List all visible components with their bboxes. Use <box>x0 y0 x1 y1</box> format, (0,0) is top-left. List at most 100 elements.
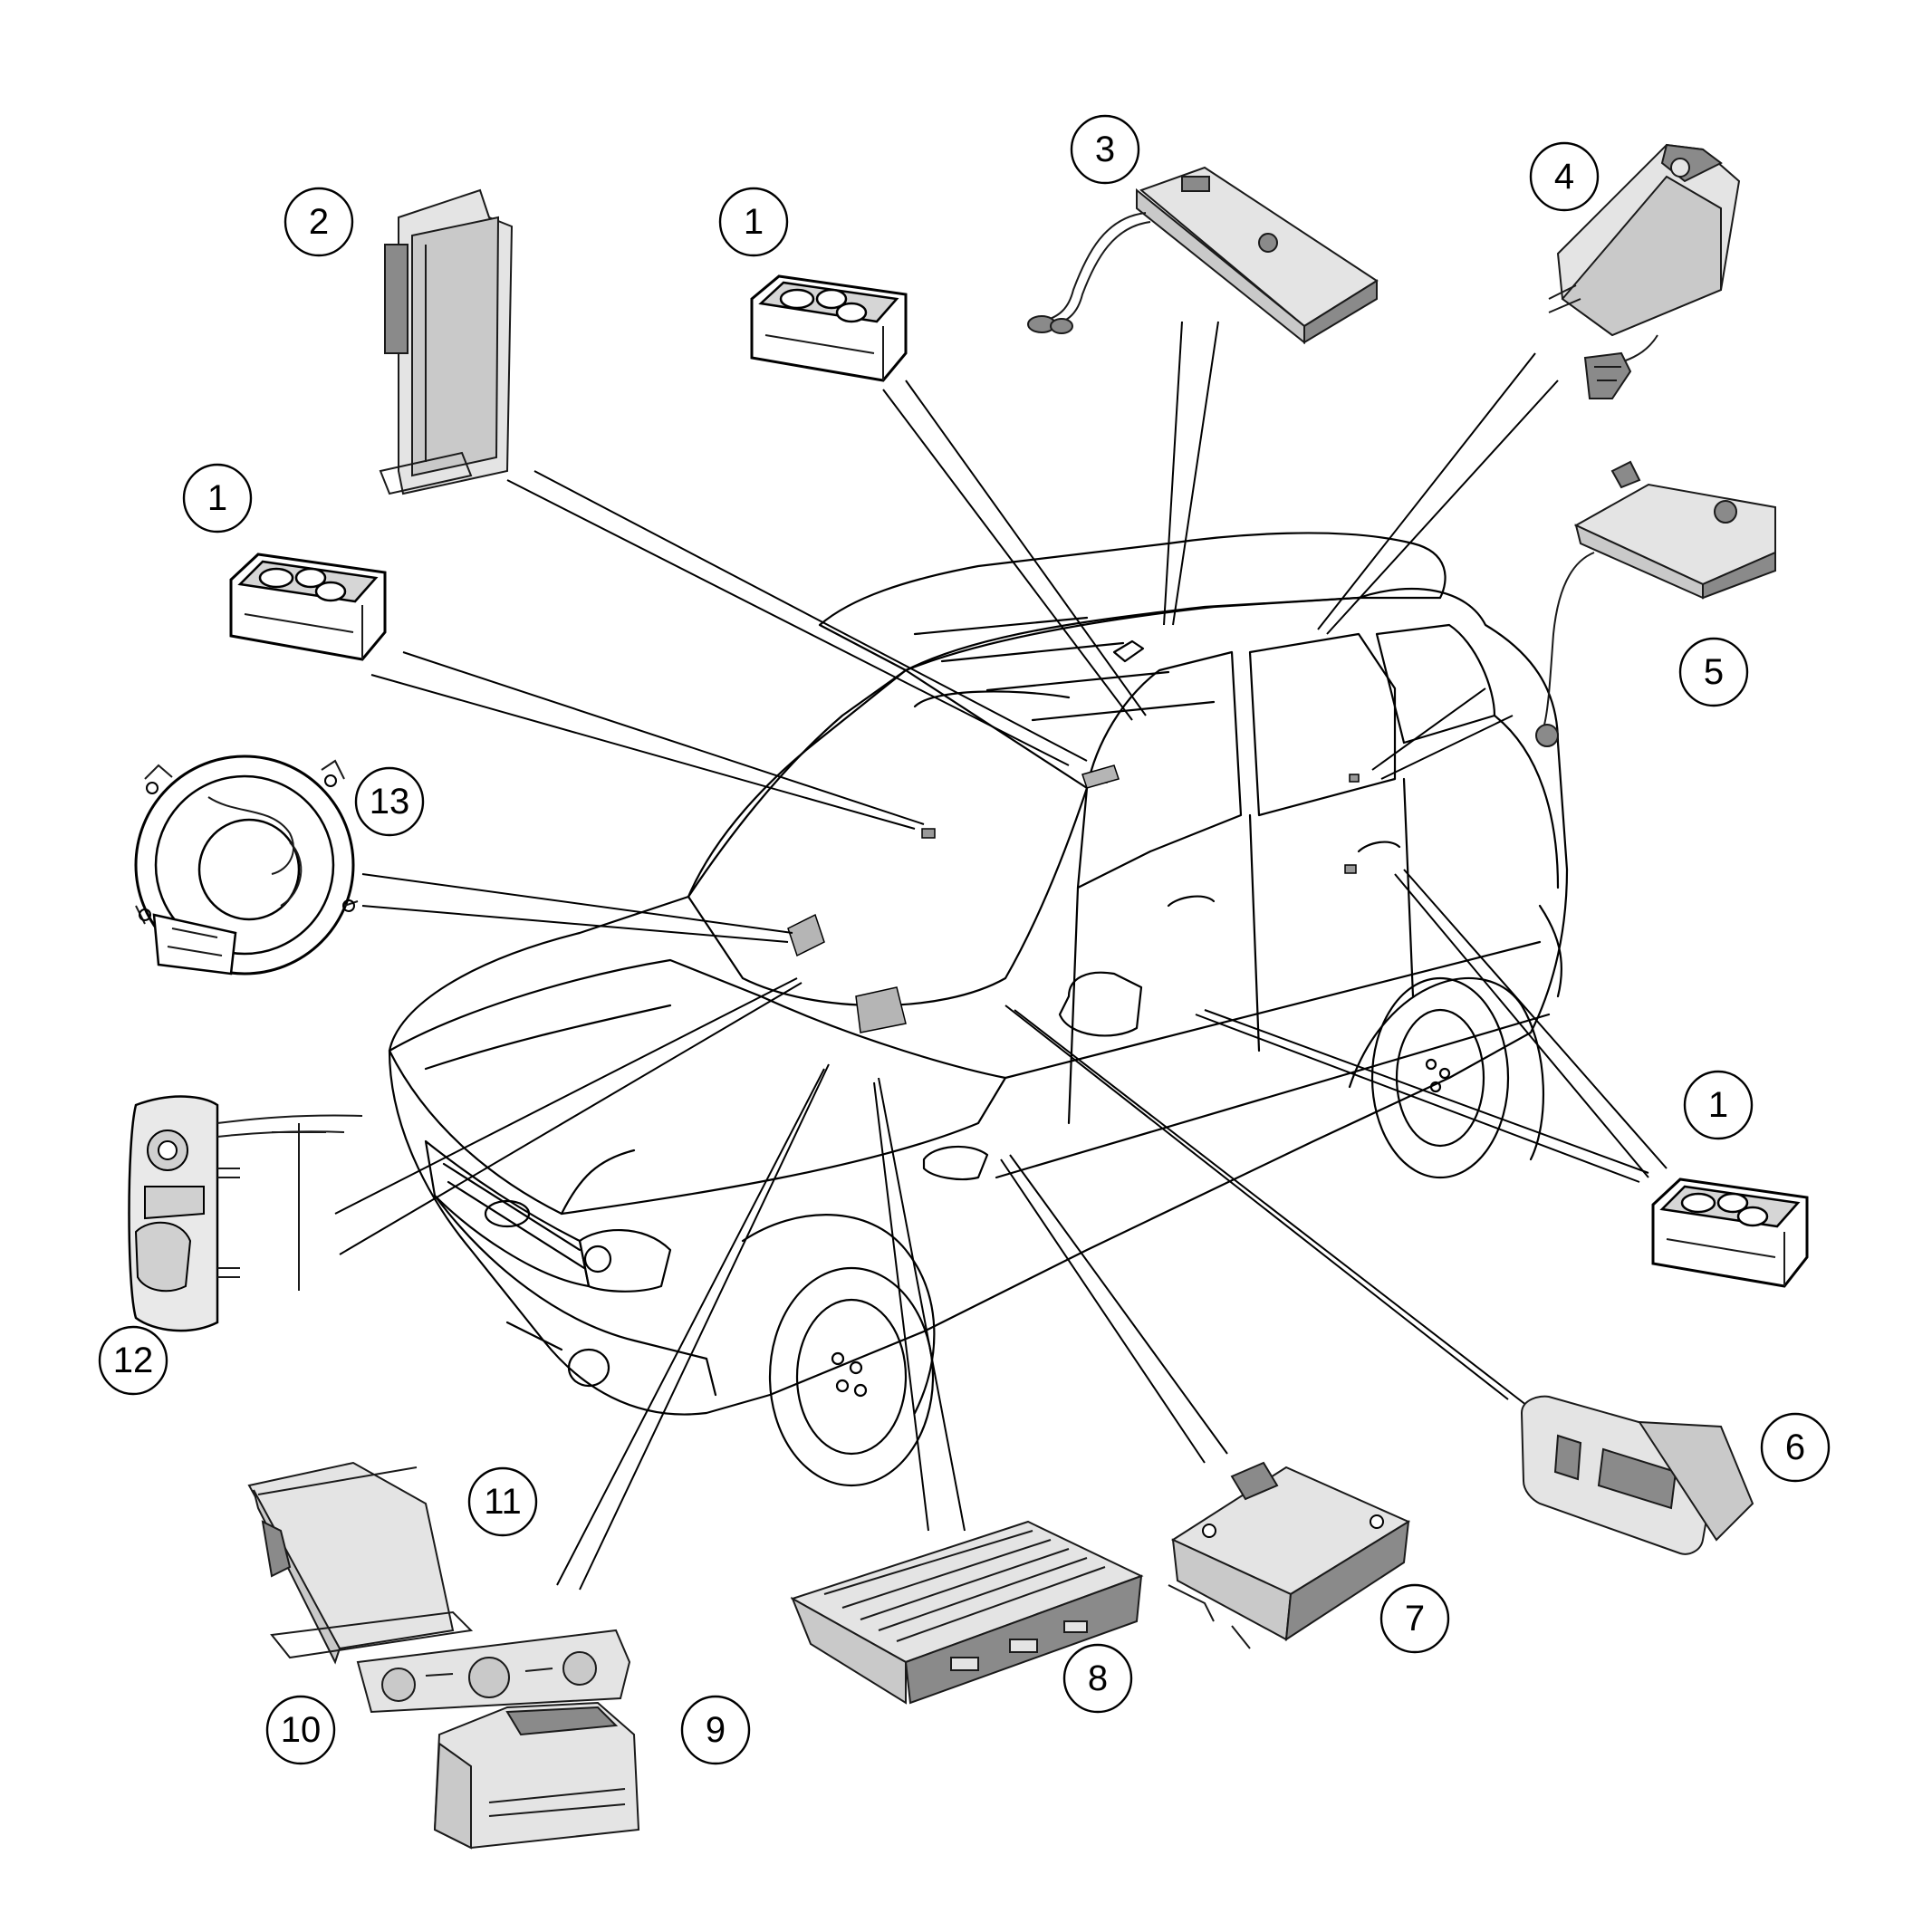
callout-5[interactable]: 5 <box>1678 637 1749 707</box>
leader-1-right <box>1403 869 1668 1169</box>
component-1-switch-right <box>1651 1177 1809 1288</box>
leader-13 <box>361 905 789 943</box>
grille-slat <box>442 1162 582 1252</box>
callout-label: 12 <box>113 1341 154 1380</box>
rear-wheel-rim <box>1395 1008 1485 1148</box>
callout-13[interactable]: 13 <box>354 766 425 837</box>
callout-label: 4 <box>1554 157 1574 197</box>
callout-11[interactable]: 11 <box>467 1466 538 1537</box>
callout-label: 13 <box>370 782 410 822</box>
leader-1-right <box>1195 1014 1640 1183</box>
leader-lines <box>334 321 1668 1591</box>
wheel-nut <box>835 1379 850 1393</box>
front-wheel-rim <box>795 1298 908 1456</box>
vehicle-outline <box>388 532 1569 1487</box>
leader-1-right <box>1394 873 1649 1178</box>
front-door-window <box>1076 650 1243 889</box>
component-11-display <box>247 1461 474 1665</box>
bonnet <box>388 958 1007 1216</box>
leader-12 <box>334 977 798 1215</box>
door-seam <box>1067 886 1080 1125</box>
roof-slat <box>940 641 1125 663</box>
wheel-nut <box>853 1383 868 1398</box>
windscreen <box>687 668 1089 1007</box>
component-8-amplifier <box>790 1520 1144 1705</box>
wheel-nut <box>1425 1058 1437 1071</box>
leader-3 <box>1172 321 1219 626</box>
leader-5 <box>1371 687 1486 771</box>
wheel-nut <box>831 1351 845 1366</box>
callout-3[interactable]: 3 <box>1070 114 1140 185</box>
callouts: 1 2 3 4 5 6 7 8 <box>98 114 1831 1765</box>
leader-7 <box>1000 1158 1206 1464</box>
callout-label: 8 <box>1088 1658 1108 1698</box>
callout-label: 1 <box>207 478 227 518</box>
callout-1-right[interactable]: 1 <box>1683 1070 1754 1140</box>
leader-8 <box>878 1077 966 1532</box>
wheel-nut <box>1438 1067 1451 1080</box>
rear-bumper <box>1538 904 1563 998</box>
rear-door-window <box>1248 632 1397 817</box>
leader-2 <box>506 479 1070 766</box>
callout-7[interactable]: 7 <box>1379 1583 1450 1654</box>
leader-8 <box>873 1081 929 1532</box>
bonnet-line <box>424 1004 672 1071</box>
front-wheel <box>768 1266 935 1487</box>
callout-10[interactable]: 10 <box>265 1695 336 1765</box>
sunroof-edge <box>913 690 1071 708</box>
callout-1-left[interactable]: 1 <box>182 463 253 533</box>
leader-13 <box>361 873 793 934</box>
leader-3 <box>1163 321 1183 626</box>
leader-4 <box>1317 352 1536 630</box>
center-console-parts <box>855 986 907 1033</box>
component-2-module <box>379 188 514 495</box>
callout-label: 1 <box>1708 1085 1728 1125</box>
leader-7 <box>1009 1154 1228 1455</box>
component-9-audio-unit <box>433 1701 640 1850</box>
component-12-steering-switch <box>128 1095 363 1332</box>
leader-1-left <box>370 674 916 830</box>
callout-label: 7 <box>1405 1599 1425 1639</box>
callout-12[interactable]: 12 <box>98 1325 168 1396</box>
callout-label: 10 <box>281 1710 322 1750</box>
component-5-module <box>1535 460 1776 747</box>
component-13-clockspring <box>134 755 359 976</box>
leader-1-left <box>402 651 925 825</box>
leader-1-top <box>882 389 1133 721</box>
callout-1-top[interactable]: 1 <box>718 187 789 257</box>
fog-lamp <box>567 1348 610 1388</box>
leader-9 <box>556 1068 825 1586</box>
front-bumper <box>433 1194 717 1397</box>
leader-6 <box>1004 1004 1509 1400</box>
badge <box>484 1199 531 1228</box>
callout-9[interactable]: 9 <box>680 1695 751 1765</box>
leader-9 <box>579 1063 830 1591</box>
component-3-roof-module <box>1027 166 1379 345</box>
callout-4[interactable]: 4 <box>1529 141 1600 212</box>
rear-wheel <box>1370 976 1510 1179</box>
vehicle-body <box>388 587 1569 1416</box>
leader-12 <box>339 982 803 1255</box>
callout-label: 3 <box>1095 130 1115 169</box>
interior-switch-marker <box>1344 864 1357 874</box>
sill-line <box>995 1013 1551 1179</box>
component-4-amplifier <box>1548 143 1741 399</box>
leader-1-right <box>1204 1009 1649 1174</box>
leader-4 <box>1326 380 1559 635</box>
component-6-usb-socket <box>1520 1395 1754 1555</box>
interior-switch-marker <box>1349 774 1360 783</box>
leader-2 <box>533 470 1088 762</box>
leader-1-top <box>905 380 1147 716</box>
body-crease <box>1004 940 1542 1080</box>
callout-label: 9 <box>706 1710 726 1750</box>
leader-6 <box>1014 1009 1532 1409</box>
steering-column-parts <box>787 913 825 957</box>
callout-2[interactable]: 2 <box>284 187 354 257</box>
rear-door-handle <box>1357 841 1401 853</box>
roof-slat <box>1031 700 1216 722</box>
callout-8[interactable]: 8 <box>1062 1643 1133 1714</box>
component-1-switch-left <box>229 553 387 661</box>
callout-6[interactable]: 6 <box>1760 1412 1831 1483</box>
callout-label: 11 <box>484 1482 522 1522</box>
